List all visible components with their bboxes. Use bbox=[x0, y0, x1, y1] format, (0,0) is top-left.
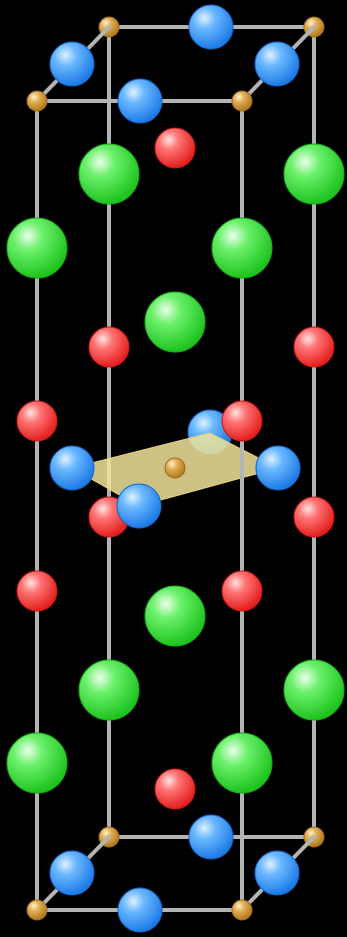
front-layer-atoms bbox=[6, 41, 301, 933]
green-atom bbox=[144, 291, 206, 353]
red-atom bbox=[293, 326, 335, 368]
vertex-atom bbox=[164, 457, 186, 479]
red-atom bbox=[154, 768, 196, 810]
red-atom bbox=[16, 570, 58, 612]
blue-atom bbox=[255, 445, 301, 491]
green-atom bbox=[211, 732, 273, 794]
green-atom bbox=[78, 659, 140, 721]
green-atom bbox=[6, 732, 68, 794]
green-atom bbox=[283, 659, 345, 721]
vertex-atom bbox=[231, 90, 253, 112]
green-atom bbox=[283, 143, 345, 205]
blue-atom bbox=[188, 4, 234, 50]
red-atom bbox=[154, 127, 196, 169]
blue-atom bbox=[254, 850, 300, 896]
red-atom bbox=[221, 400, 263, 442]
green-atom bbox=[211, 217, 273, 279]
blue-atom bbox=[254, 41, 300, 87]
vertex-atom bbox=[26, 90, 48, 112]
back-layer-atoms bbox=[78, 4, 345, 860]
blue-atom bbox=[116, 483, 162, 529]
blue-atom bbox=[188, 814, 234, 860]
green-atom bbox=[144, 585, 206, 647]
blue-atom bbox=[49, 445, 95, 491]
blue-atom bbox=[117, 78, 163, 124]
blue-atom bbox=[49, 41, 95, 87]
green-atom bbox=[78, 143, 140, 205]
blue-atom bbox=[49, 850, 95, 896]
red-atom bbox=[16, 400, 58, 442]
blue-atom bbox=[117, 887, 163, 933]
vertex-atom bbox=[26, 899, 48, 921]
vertex-atom bbox=[231, 899, 253, 921]
red-atom bbox=[88, 326, 130, 368]
red-atom bbox=[221, 570, 263, 612]
red-atom bbox=[293, 496, 335, 538]
green-atom bbox=[6, 217, 68, 279]
